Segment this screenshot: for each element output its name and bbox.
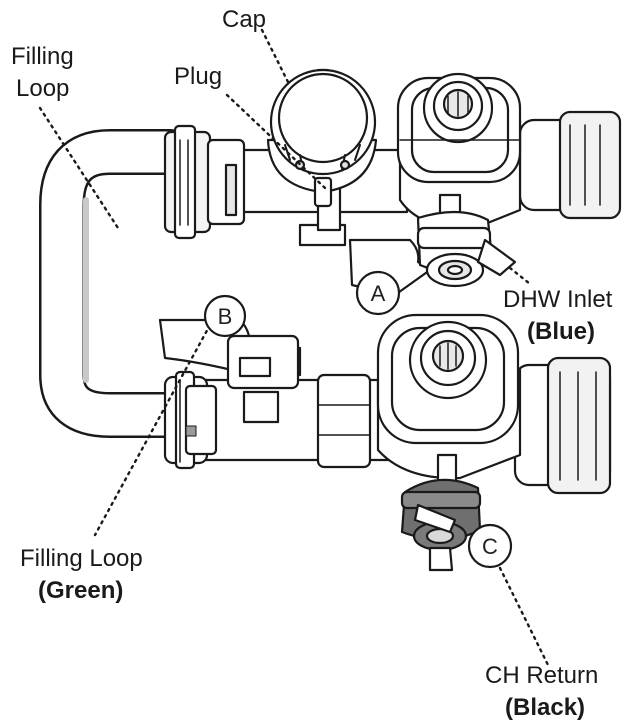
filling-loop-bottom-color-label: (Green) <box>38 577 124 604</box>
marker-b-label: B <box>218 304 233 329</box>
marker-b <box>203 294 247 338</box>
leader-lines <box>38 28 550 667</box>
ch-return-label: CH Return <box>485 662 599 689</box>
cap-label: Cap <box>222 6 267 33</box>
dhw-inlet-color-label: (Blue) <box>527 318 595 345</box>
marker-c-label: C <box>482 534 498 559</box>
ch-return-fitting <box>376 313 612 495</box>
filling-valve-lever-b <box>158 318 302 424</box>
marker-c <box>467 523 513 569</box>
filling-loop-bottom-label: Filling Loop <box>20 545 143 572</box>
marker-a-label: A <box>371 281 386 306</box>
dhw-inlet-label: DHW Inlet <box>503 286 613 313</box>
plug-label: Plug <box>174 63 223 90</box>
upper-filling-connector <box>163 124 246 240</box>
lower-filling-connector <box>163 370 218 470</box>
dhw-inlet-fitting <box>396 72 622 230</box>
filling-loop-hose <box>39 129 201 438</box>
isolation-valve-a <box>348 193 517 297</box>
lower-hex-nut <box>316 373 372 469</box>
filling-loop-top-label-line2: Loop <box>16 75 70 102</box>
marker-a <box>355 270 401 316</box>
filling-loop-top-label-line1: Filling <box>11 43 74 70</box>
ch-return-color-label: (Black) <box>505 694 586 721</box>
cap-assembly <box>266 68 378 208</box>
